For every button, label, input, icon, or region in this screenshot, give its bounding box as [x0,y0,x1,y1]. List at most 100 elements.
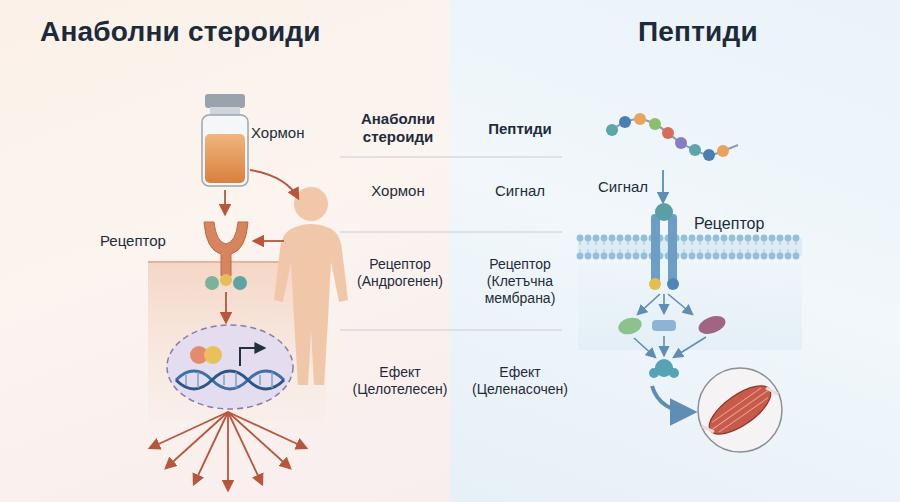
vial-cap [205,94,245,108]
receptor-subunit [667,278,679,290]
amino-acid [662,127,674,139]
flow-arrow [674,337,706,357]
flow-arrow [663,294,665,313]
effect-arrow [150,412,228,448]
callout-label: Хормон [251,124,304,142]
receptor-symbol [204,222,248,276]
lipid-head [633,235,640,242]
lipid-head [641,235,648,242]
lipid-head [617,235,624,242]
panel-heading: Пептиди [638,16,758,48]
lipid-head [745,235,752,242]
lipid-head [609,235,616,242]
lipid-head [713,253,720,260]
table-cell: Ефект (Целенасочен) [466,364,574,398]
lipid-head [577,235,584,242]
lipid-head [745,253,752,260]
lipid-head [737,253,744,260]
lipid-head [753,253,760,260]
lipid-head [713,235,720,242]
lipid-head [697,235,704,242]
table-header: Пептиди [465,120,575,138]
lipid-head [777,235,784,242]
receptor-symbol [668,214,677,284]
lipid-head [721,235,728,242]
dna-rung [271,372,273,388]
receptor-subunit [649,278,661,290]
lipid-head [681,235,688,242]
lipid-head [577,253,584,260]
lipid-head [769,235,776,242]
signal-protein [652,320,676,331]
muscle-fiber [712,388,761,422]
lipid-head [769,253,776,260]
lipid-head [625,235,632,242]
muscle-fiber [712,390,768,429]
muscle-inset [698,368,782,452]
tendon [702,426,714,432]
bound-signal [655,203,673,221]
muscle-tissue [702,377,778,443]
table-cell: Рецептор (Клетъчна мембрана) [477,256,563,306]
amino-acid [717,145,729,157]
table-cell: Сигнал [465,182,575,200]
lipid-head [777,253,784,260]
panel-heading: Анаболни стероиди [40,16,321,48]
lipid-head [689,235,696,242]
lipid-head [793,253,800,260]
amino-acid [689,144,701,156]
lipid-head [785,235,792,242]
dna-rung [223,375,225,385]
lipid-head [785,253,792,260]
lipid-head [729,253,736,260]
peptide-chain [606,113,738,161]
lipid-head [625,253,632,260]
dna-rungs [186,372,272,388]
dna-rung [197,372,199,388]
lipid-head [689,253,696,260]
tendon [766,388,778,394]
lipid-head [753,235,760,242]
lipid-head [633,253,640,260]
dna-rung [235,372,237,388]
dna-strand [176,371,284,389]
table-divider [340,330,562,331]
lipid-head [761,253,768,260]
lipid-head [761,235,768,242]
vial-liquid [205,134,245,183]
amino-acid [606,124,618,136]
flow-arrow [668,294,692,314]
lipid-head [705,253,712,260]
table-divider [340,157,562,158]
lipid-head [601,253,608,260]
vial-body [202,115,248,186]
transcription-arrow [240,348,264,366]
muscle-fibers [709,386,772,435]
receptor-symbol [651,214,660,284]
systemic-effect-arrows [150,412,306,490]
effect-arrow [228,412,262,484]
flow-arrow [224,190,226,214]
effect-arrow [166,412,228,468]
lipid-head [721,253,728,260]
lipid-head [729,235,736,242]
signal-protein [696,313,728,338]
table-divider [340,232,562,233]
lipid-head [697,253,704,260]
table-cell: Ефект (Целотелесен) [346,364,454,398]
receptor-subunit [233,276,247,290]
lipid-head [593,253,600,260]
human-head [294,187,328,221]
flow-arrow [250,170,298,198]
amino-acid [675,137,687,149]
lipid-head [617,253,624,260]
lipid-head [601,235,608,242]
amino-acid [649,118,661,130]
cell-membrane [577,235,800,260]
flow-arrow [638,294,660,314]
effect-arrow [228,412,290,468]
callout-label: Рецептор [694,214,764,233]
amino-acid [703,149,715,161]
signal-protein [616,315,643,337]
